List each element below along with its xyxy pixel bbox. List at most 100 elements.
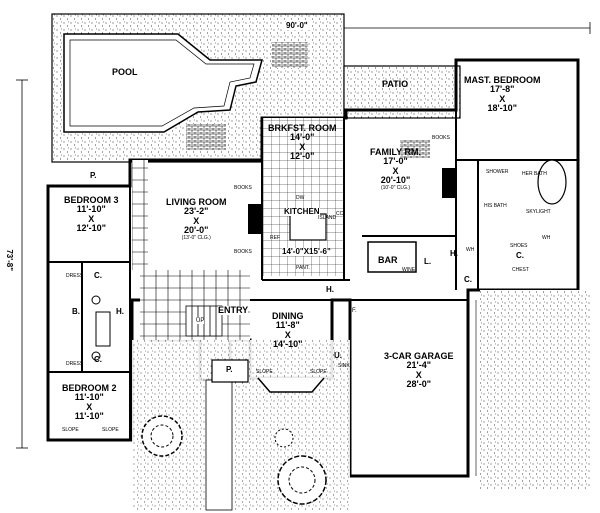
dining-dim2: 14'-10" [273,339,303,350]
closet-bed3-label: C. [94,271,102,280]
bedroom3-x: X [88,213,95,224]
tree-1 [141,415,183,457]
utility-label: U. [334,351,342,360]
hall-mid-label: H. [326,285,334,294]
furnace-label: F. [352,308,357,314]
closet-label: C. [464,275,472,284]
garage-floor [352,302,466,474]
master-bedroom-dim2: 18'-10" [487,103,517,114]
dining-name: DINING [272,311,304,321]
slope-label-4: SLOPE [310,369,327,375]
slope-label-2: SLOPE [102,427,119,433]
family-x: X [392,165,399,176]
breakfast-dim2: 12'-0" [290,151,315,162]
bedroom3-dim1: 11'-10" [76,204,106,215]
overall-width: 90'-0" [284,21,310,31]
bedroom2-name: BEDROOM 2 [62,383,117,393]
living-ceiling: (13'-0" CLG.) [181,234,211,241]
kitchen-island-label: ISLAND [318,215,337,221]
dining-label: DINING 11'-8" X 14'-10" [272,311,304,350]
brick-patch-3 [400,140,430,158]
slope-label-1: SLOPE [62,427,79,433]
master-tub [537,159,567,205]
living-dim2: 20'-0" [184,225,209,236]
bar-wine: WINE [402,267,416,273]
dishwasher-label: DW [296,195,305,201]
garage-dim1: 21'-4" [406,360,431,371]
master-wh-label: WH [542,235,551,241]
garage-apron [480,290,590,490]
living-label: LIVING ROOM 23'-2" X 20'-0" (13'-0" CLG.… [166,197,227,241]
bedroom2-x: X [86,401,93,412]
family-ceiling: (10'-0" CLG.) [380,184,411,191]
bedroom3-name: BEDROOM 3 [64,195,119,205]
kitchen-dim: 14'-0"X15'-6" [282,247,331,257]
bedroom2-dim2: 11'-10" [74,411,104,422]
master-bedroom-x: X [499,93,506,104]
shoes-label: SHOES [510,243,528,249]
books-living-label: BOOKS [234,185,252,191]
skylight-label: SKYLIGHT [526,209,551,215]
porch-top-label: P. [90,171,97,180]
breakfast-label: BRKFST. ROOM 14'-0" X 12'-0" [268,123,337,162]
porch-bottom-label: P. [226,365,233,374]
family-name: FAMILY RM. [370,147,422,157]
bar-counter [367,241,417,273]
closet-bed2-label: C. [94,355,102,364]
living-dim1: 23'-2" [184,206,209,217]
cc-label: CC [336,211,344,217]
brick-patch-1 [272,42,308,68]
patio-label: PATIO [382,79,409,89]
porch [211,359,249,383]
kitchen-name: KITCHEN [284,207,320,217]
dining-x: X [284,329,291,340]
pool [63,33,263,133]
overall-depth: 73'-8" [4,249,15,272]
garage-label: 3-CAR GARAGE 21'-4" X 28'-0" [384,351,454,390]
living-name: LIVING ROOM [166,197,227,207]
his-bath-label: HIS BATH [484,203,507,209]
dress-bottom-label: DRESS [66,361,84,367]
living-tile-strip [132,160,148,270]
sink-label: SINK [338,363,350,369]
dining-bay [257,377,325,393]
pantry-label: PANT. [296,265,310,271]
bath-tub [95,311,111,347]
family-dim1: 17'-0" [383,156,408,167]
books-living2-label: BOOKS [234,249,252,255]
bath-label: B. [72,307,80,316]
master-bedroom-dim1: 17'-8" [490,84,515,95]
bedroom2-dim1: 11'-10" [74,392,104,403]
fireplace-family [442,168,456,198]
garage-name: 3-CAR GARAGE [384,351,454,361]
entry-label: ENTRY [218,305,249,316]
refrigerator-label: REF [270,235,280,241]
garage-dim2: 28'-0" [406,379,431,390]
interior-walls [48,110,578,440]
tree-2 [277,455,327,505]
garage-x: X [415,369,422,380]
walkway [205,379,233,511]
family-label: FAMILY RM. 17'-0" X 20'-10" (10'-0" CLG.… [370,147,422,191]
dimension-left [16,79,28,449]
laundry-label: L. [424,257,432,266]
bedroom3-dim2: 12'-10" [76,223,106,234]
stair-up-label: UP [196,318,205,325]
family-dim2: 20'-10" [380,175,411,186]
her-bath-label: HER BATH [522,171,547,177]
breakfast-x: X [299,141,306,152]
shrub-1 [274,428,294,448]
kitchen-island [289,213,327,241]
breakfast-dim1: 14'-0" [290,132,315,143]
toilet-2 [91,351,101,361]
master-closet-label: C. [516,251,524,260]
bar-name: BAR [378,255,398,265]
toilet-1 [91,295,101,305]
master-bedroom-label: MAST. BEDROOM 17'-8" X 18'-10" [464,75,541,114]
pool-label: POOL [112,67,138,77]
slope-label-3: SLOPE [256,369,273,375]
living-x: X [193,215,200,226]
chest-label: CHEST [512,267,529,273]
bedroom2-label: BEDROOM 2 11'-10" X 11'-10" [62,383,117,422]
